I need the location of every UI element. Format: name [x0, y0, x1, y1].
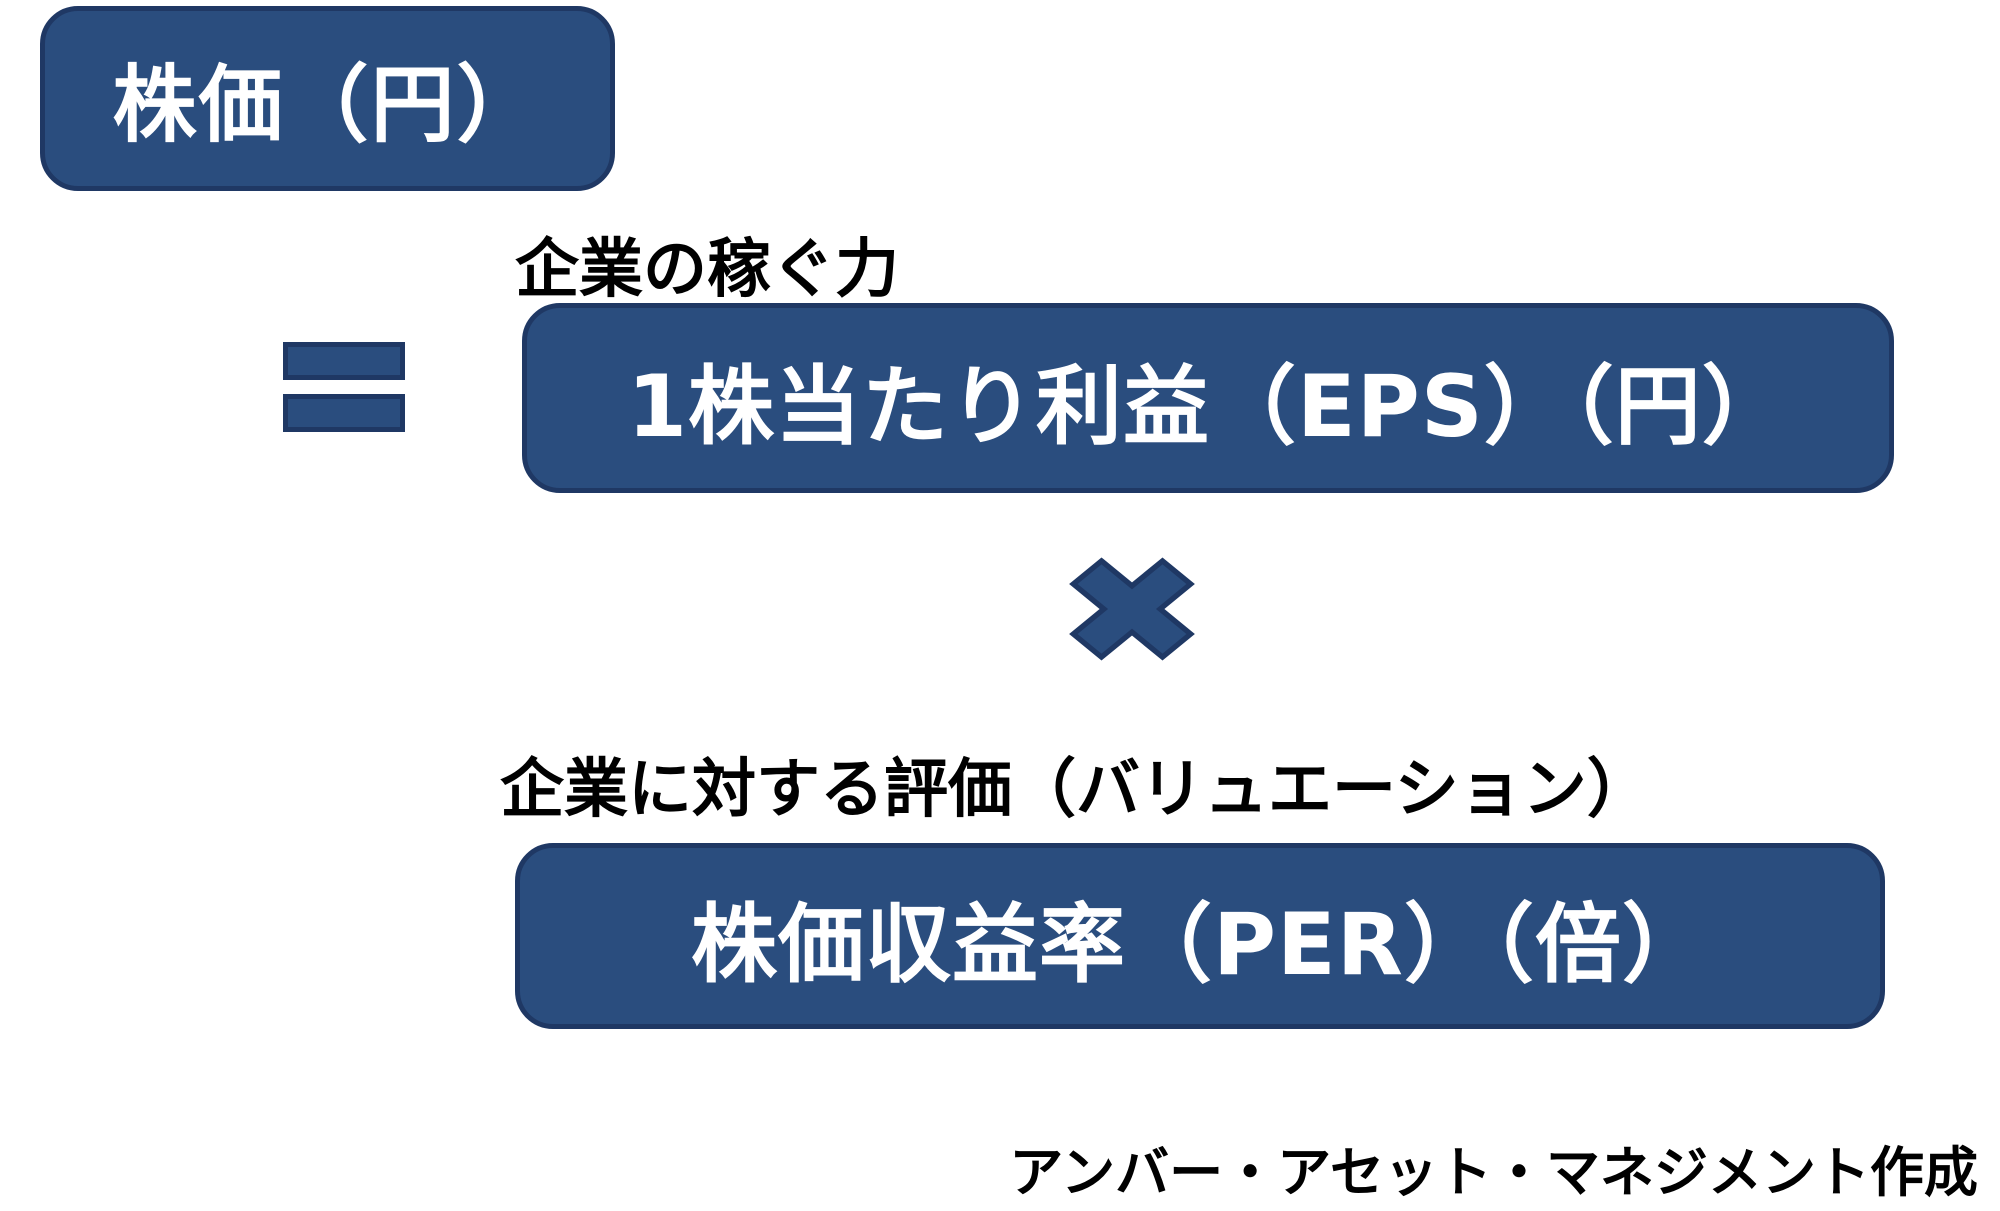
equals-bar-top [283, 342, 405, 380]
stock-price-box: 株価（円） [40, 6, 615, 191]
eps-caption: 企業の稼ぐ力 [515, 233, 899, 307]
stock-price-label: 株価（円） [112, 56, 543, 154]
per-box-label: 株価収益率（PER）（倍） [691, 894, 1709, 995]
multiply-icon [1069, 557, 1195, 661]
eps-box-label: 1株当たり利益（EPS）（円） [627, 356, 1789, 457]
credit-text: アンバー・アセット・マネジメント作成 [1009, 1141, 1978, 1204]
per-caption: 企業に対する評価（バリュエーション） [500, 753, 1651, 827]
equals-icon [283, 342, 405, 432]
per-box: 株価収益率（PER）（倍） [515, 843, 1885, 1029]
equals-bar-bottom [283, 394, 405, 432]
eps-box: 1株当たり利益（EPS）（円） [522, 303, 1894, 493]
